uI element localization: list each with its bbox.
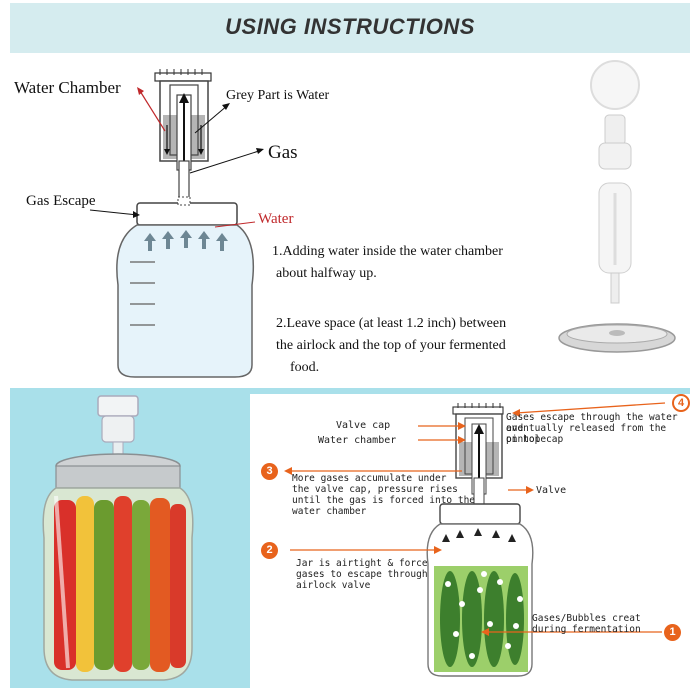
note4-line2: eventually released from the pinhole [506,423,667,445]
note2-line2: gases to escape through [296,569,428,580]
step-badge-4: 4 [672,394,690,412]
note2-line1: Jar is airtight & force [296,558,428,569]
top-diagram [89,69,264,378]
airlock-process-diagram [284,402,666,677]
note3-line4: water chamber [292,506,367,517]
note1-line2: during fermentation [532,624,641,635]
step2-line2: the airlock and the top of your fermente… [276,338,506,353]
valve-label: Valve [536,485,567,496]
step2-line3: food. [290,360,320,375]
note3-line1: More gases accumulate under [292,473,447,484]
valve-cap-label: Valve cap [336,420,391,431]
water-chamber-label-2: Water chamber [318,435,397,446]
gas-escape-label: Gas Escape [26,193,96,209]
airlock-parts-image [558,60,676,353]
water-label: Water [258,211,294,227]
note1-line1: Gases/Bubbles creat [532,613,641,624]
note3-line2: the valve cap, pressure rises [292,484,458,495]
step1-line1: 1.Adding water inside the water chamber [272,244,503,259]
step-badge-1: 1 [664,624,681,641]
step2-line1: 2.Leave space (at least 1.2 inch) betwee… [276,316,507,331]
note4-line3: on top cap [506,434,564,445]
note3-line3: until the gas is forced into the [292,495,476,506]
step-badge-2: 2 [261,542,278,559]
title-banner [10,3,690,53]
grey-part-label: Grey Part is Water [226,88,330,103]
note4-line1: Gases escape through the water and [506,412,678,434]
note2-line3: airlock valve [296,580,371,591]
pickle-jar-photo [42,395,194,681]
page-title: USING INSTRUCTIONS [225,14,475,39]
water-chamber-label: Water Chamber [14,78,121,97]
step1-line2: about halfway up. [276,266,377,281]
gas-label: Gas [268,142,298,163]
step-badge-3: 3 [261,463,278,480]
